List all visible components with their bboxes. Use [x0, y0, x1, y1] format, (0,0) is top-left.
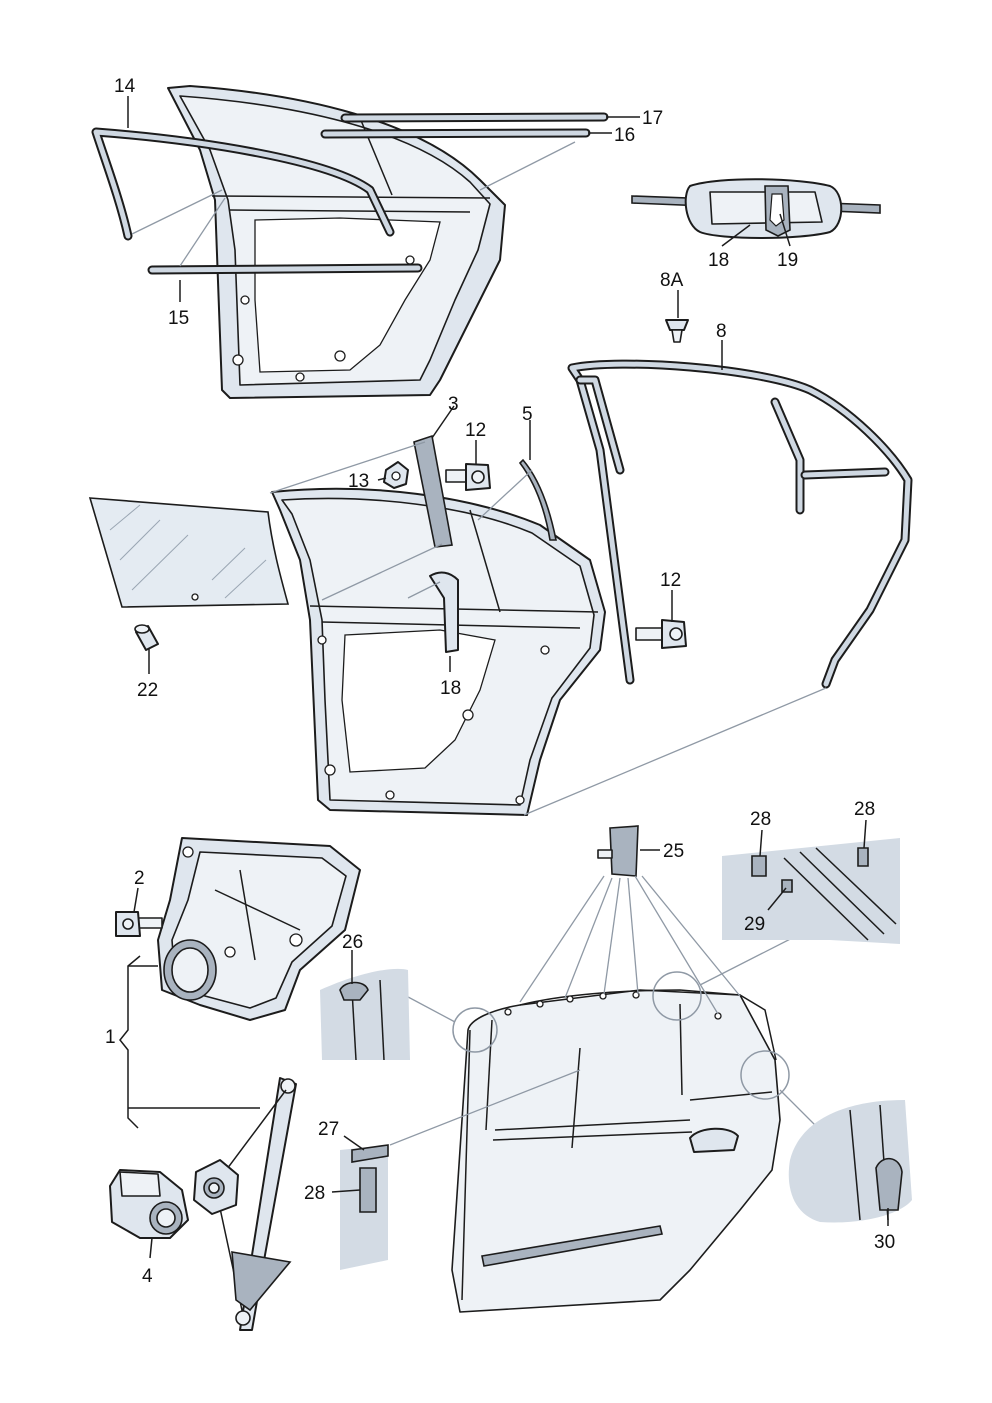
- seal-14: [91, 127, 395, 241]
- seal-18-middle: [429, 571, 459, 653]
- label-28-left: 28: [750, 809, 771, 830]
- seal-8: [567, 359, 913, 689]
- label-5: 5: [522, 404, 533, 425]
- label-18-middle: 18: [440, 678, 461, 699]
- label-14: 14: [114, 76, 136, 97]
- seal-16: [320, 128, 591, 139]
- door-frame-upper: [167, 85, 506, 399]
- door-detail-circles: [452, 971, 790, 1100]
- label-1: 1: [105, 1027, 116, 1048]
- bracket-1: [119, 955, 260, 1129]
- motor-4: [109, 1169, 189, 1239]
- label-28-right: 28: [854, 799, 875, 820]
- car-door-outer: [451, 989, 781, 1313]
- label-18-top: 18: [708, 250, 729, 271]
- top-dashed-guides: [131, 141, 576, 267]
- clip-25: [597, 825, 639, 877]
- label-27: 27: [318, 1119, 339, 1140]
- middle-dashed-guides: [269, 441, 827, 816]
- label-2: 2: [134, 868, 145, 889]
- regulator: [193, 1077, 297, 1331]
- label-13: 13: [348, 471, 369, 492]
- label-8: 8: [716, 321, 727, 342]
- trim-3: [413, 434, 453, 548]
- door-frame-middle: [271, 487, 606, 816]
- detail-26: [320, 968, 410, 1061]
- label-4: 4: [142, 1266, 153, 1287]
- label-28-lower: 28: [304, 1183, 325, 1204]
- label-19: 19: [777, 250, 798, 271]
- label-22: 22: [137, 680, 158, 701]
- label-12-middle: 12: [465, 420, 486, 441]
- label-25: 25: [663, 841, 684, 862]
- leader-lines: [127, 96, 889, 1259]
- label-8a: 8A: [660, 270, 684, 291]
- detail-30: [788, 1100, 912, 1223]
- seal-15: [147, 263, 423, 275]
- label-3: 3: [448, 394, 459, 415]
- label-17: 17: [642, 108, 663, 129]
- carrier-plate: [157, 837, 361, 1021]
- seal-17: [340, 112, 609, 123]
- detail-27-28: [340, 1144, 389, 1270]
- label-15: 15: [168, 308, 189, 329]
- clip-detail-18-19: [631, 178, 881, 239]
- label-30: 30: [874, 1232, 895, 1253]
- bolt-2: [115, 911, 163, 937]
- label-29: 29: [744, 914, 765, 935]
- detail-28-29: [722, 838, 900, 944]
- label-26: 26: [342, 932, 363, 953]
- bolt-12-right: [635, 619, 687, 649]
- strip-5: [518, 458, 557, 541]
- glass-panel: [88, 497, 290, 608]
- clip-8a: [665, 319, 689, 343]
- nut-13: [383, 461, 409, 489]
- label-12-right: 12: [660, 570, 681, 591]
- part-labels: 14 17 16 15 18 19 8A 8 3 12 13 5 12 22 1…: [105, 76, 895, 1287]
- bolt-12-middle: [445, 463, 491, 491]
- bushing-22: [134, 624, 159, 651]
- label-16: 16: [614, 125, 635, 146]
